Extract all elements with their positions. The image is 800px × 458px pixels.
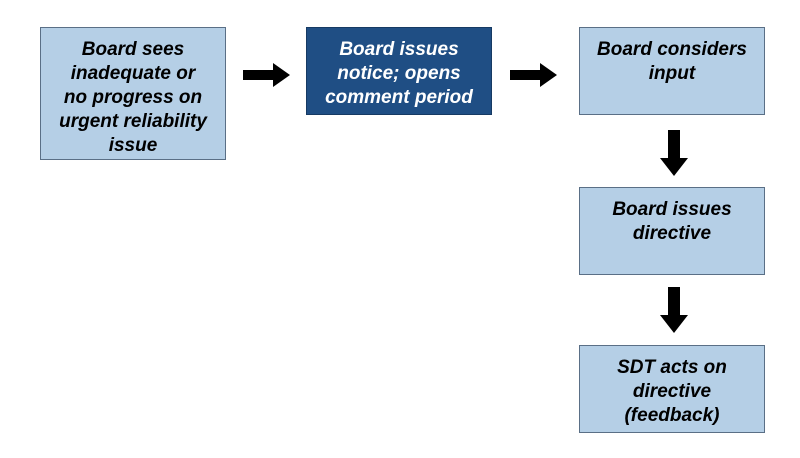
step-board-sees-inadequate-progress: Board sees inadequate or no progress on … (40, 27, 226, 160)
step-line: comment period (325, 87, 473, 108)
down-arrow-icon (660, 130, 688, 176)
step-line: directive (632, 381, 712, 402)
step-line: Board considers (597, 39, 747, 60)
step-sdt-acts-on-directive: SDT acts on directive (feedback) (579, 345, 765, 433)
step-line: SDT acts on (617, 357, 727, 378)
step-text: Board issues directive (612, 198, 731, 246)
step-line: Board sees (81, 39, 185, 60)
right-arrow-icon (510, 63, 557, 87)
step-text: Board issues notice; opens comment perio… (325, 38, 473, 110)
step-board-considers-input: Board considers input (579, 27, 765, 115)
step-line: directive (632, 223, 712, 244)
step-line: (feedback) (624, 405, 720, 426)
step-line: urgent reliability (59, 111, 207, 132)
step-line: Board issues (339, 39, 459, 60)
step-line: input (648, 63, 696, 84)
step-line: Board issues (612, 199, 732, 220)
right-arrow-icon (243, 63, 290, 87)
step-text: SDT acts on directive (feedback) (617, 356, 727, 428)
step-text: Board sees inadequate or no progress on … (59, 38, 207, 158)
step-line: no progress on (63, 87, 203, 108)
step-line: inadequate or (70, 63, 196, 84)
step-line: issue (108, 135, 158, 156)
step-text: Board considers input (597, 38, 747, 86)
step-board-issues-directive: Board issues directive (579, 187, 765, 275)
step-board-issues-notice: Board issues notice; opens comment perio… (306, 27, 492, 115)
down-arrow-icon (660, 287, 688, 333)
step-line: notice; opens (337, 63, 461, 84)
